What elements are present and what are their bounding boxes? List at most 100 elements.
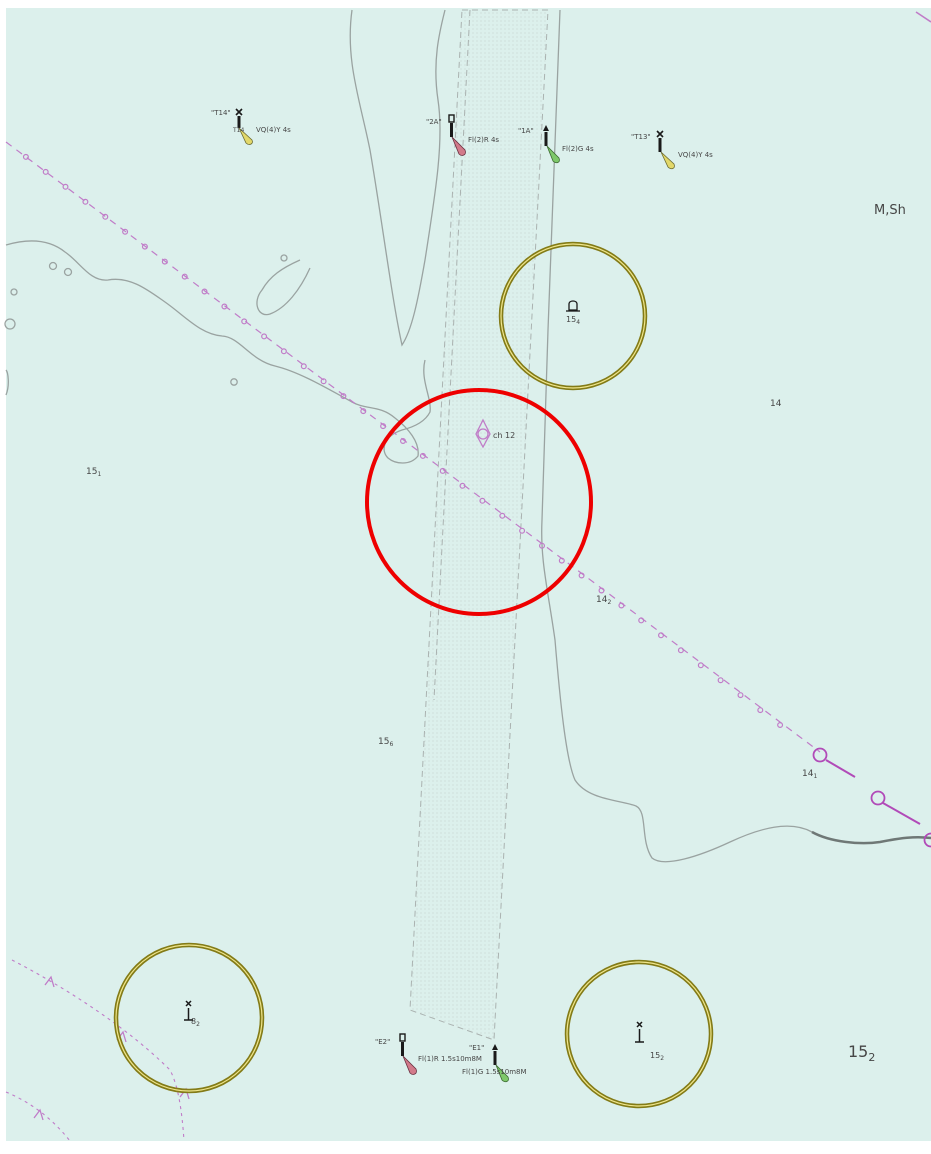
cable-marker <box>280 348 287 355</box>
x-topmark-icon <box>185 1000 192 1007</box>
can-topmark-icon <box>399 1033 406 1042</box>
cable-marker <box>261 333 268 340</box>
light-flare-red-icon <box>402 1055 417 1075</box>
radio-circle-icon <box>477 428 489 440</box>
depth-contours <box>4 9 931 863</box>
x-topmark-icon <box>636 1021 643 1028</box>
highlight-circle[interactable] <box>365 388 593 616</box>
cable-marker <box>439 467 446 474</box>
buoy-e1-name: "E1" <box>469 1044 484 1052</box>
anchorage-circles <box>113 241 714 1109</box>
bell-icon <box>568 300 578 311</box>
cable-marker <box>459 482 466 489</box>
cone-topmark-icon <box>543 125 549 131</box>
depth-d15d: 152 <box>650 1051 664 1062</box>
cable-marker <box>42 168 49 175</box>
cable-marker <box>519 527 526 534</box>
buoy-t14-light: VQ(4)Y 4s <box>256 126 291 134</box>
cable-marker <box>320 378 327 385</box>
buoy-2a[interactable]: "2A" Fl(2)R 4s <box>426 114 499 156</box>
buoy-e1[interactable]: "E1" Fl(1)G 1.5s10m8M <box>462 1044 527 1083</box>
buoy-t13[interactable]: "T13" VQ(4)Y 4s <box>631 130 713 170</box>
can-topmark-icon <box>448 114 455 123</box>
cable-marker <box>618 602 625 609</box>
cable-marker <box>479 497 486 504</box>
cable-marker <box>757 707 764 714</box>
buoy-pole <box>544 132 548 146</box>
light-flare-yellow-icon <box>660 151 675 170</box>
light-flare-green-icon <box>495 1064 509 1083</box>
cable-marker <box>102 213 109 220</box>
frame-left <box>0 0 6 1154</box>
depth-d15a: 151 <box>86 467 101 478</box>
buoy-pole <box>401 1042 404 1056</box>
frame-bottom <box>0 1141 931 1154</box>
cable-marker <box>22 153 29 160</box>
cone-topmark-icon <box>492 1044 498 1050</box>
pipeline <box>5 959 190 1142</box>
coastline-shade <box>811 830 931 845</box>
depth-d14b: 142 <box>596 595 611 606</box>
cable-marker <box>82 198 89 205</box>
buoy-e2-light: Fl(1)R 1.5s10m8M <box>418 1055 482 1063</box>
depth-d14: 14 <box>770 399 782 409</box>
buoy-2a-light: Fl(2)R 4s <box>468 136 499 144</box>
buoy-t14-sub: T14 <box>232 127 244 134</box>
anchor-marks <box>184 1000 644 1043</box>
cable-marker <box>697 662 704 669</box>
buoy-2a-name: "2A" <box>426 118 442 126</box>
cable-marker <box>638 617 645 624</box>
anchor-depth-label: 154 <box>566 315 580 326</box>
buoy-1a-light: Fl(2)G 4s <box>562 145 594 153</box>
buoy-pole <box>450 123 453 137</box>
buoy-layer: "T14" T14 VQ(4)Y 4s "2A" Fl(2)R 4s "1A" … <box>211 108 713 1083</box>
cable-marker <box>300 363 307 370</box>
buoy-e2-name: "E2" <box>375 1038 390 1046</box>
anchor-berth-symbol: 154 <box>566 300 580 326</box>
buoy-1a[interactable]: "1A" Fl(2)G 4s <box>518 125 594 164</box>
light-flare-red-icon <box>451 136 466 156</box>
buoy-pole <box>658 138 662 152</box>
buoy-t14[interactable]: "T14" T14 VQ(4)Y 4s <box>211 108 291 145</box>
cable-marker <box>380 423 387 430</box>
depth-d15c: 152 <box>848 1042 875 1064</box>
seabed-label: M,Sh <box>874 203 906 218</box>
cable-marker <box>141 243 148 250</box>
cable-marker <box>419 452 426 459</box>
submarine-cable <box>5 11 931 848</box>
buoy-e1-light: Fl(1)G 1.5s10m8M <box>462 1068 527 1076</box>
cable-marker <box>340 393 347 400</box>
cable-marker <box>677 647 684 654</box>
radio-reporting-point[interactable]: ch 12 <box>475 418 515 449</box>
depth-d15b: 156 <box>378 737 393 748</box>
cable-marker <box>360 408 367 415</box>
buoy-t14-name: "T14" <box>211 109 231 117</box>
radio-channel-label: ch 12 <box>493 431 515 440</box>
cable-marker <box>578 572 585 579</box>
cable-marker <box>598 587 605 594</box>
cable-marker <box>499 512 506 519</box>
cable-marker <box>558 557 565 564</box>
cable-marker <box>181 273 188 280</box>
light-flare-yellow-icon <box>238 127 253 145</box>
depth-d14c: 141 <box>802 769 817 780</box>
light-flare-green-icon <box>546 145 560 164</box>
depth-d8: 82 <box>191 1017 200 1028</box>
fairway-area <box>409 9 549 1041</box>
buoy-pole <box>493 1051 497 1065</box>
frame-top <box>0 0 931 8</box>
x-topmark-icon <box>235 108 243 116</box>
cable-marker <box>62 183 69 190</box>
x-topmark-icon <box>656 130 664 138</box>
cable-marker <box>538 542 545 549</box>
buoy-t13-light: VQ(4)Y 4s <box>678 151 713 159</box>
depth-soundings: 14 151 142 156 141 152 152 82 <box>86 399 875 1064</box>
cable-marker <box>777 721 784 728</box>
buoy-e2[interactable]: "E2" Fl(1)R 1.5s10m8M <box>375 1033 482 1075</box>
cable-marker <box>122 228 129 235</box>
cable-marker <box>400 438 407 445</box>
cable-marker <box>241 318 248 325</box>
fairway-centerline <box>433 9 471 701</box>
cable-marker <box>717 677 724 684</box>
